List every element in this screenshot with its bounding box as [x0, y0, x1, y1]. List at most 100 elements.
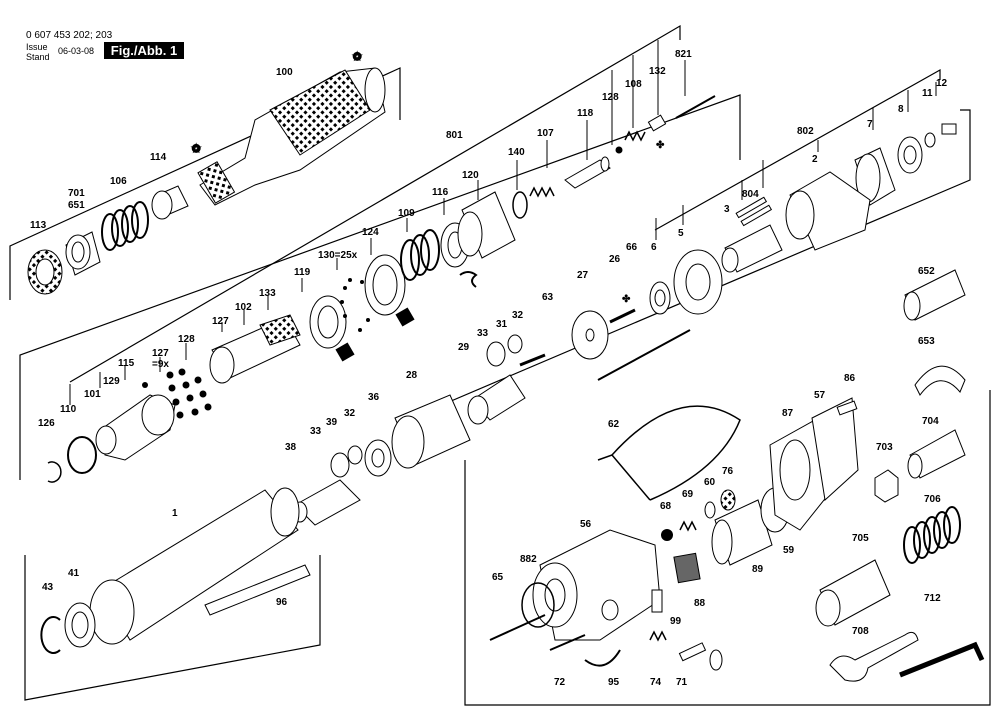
part-705-sleeve [815, 559, 891, 627]
part-106-spring [101, 201, 149, 251]
part-101-housing [95, 394, 176, 461]
callout-110: 110 [60, 404, 77, 415]
part-712-hex-key [899, 641, 985, 678]
callout-65: 65 [492, 572, 504, 583]
part-62-hook [597, 454, 651, 501]
part-26-key [609, 308, 636, 324]
callout-76: 76 [722, 466, 734, 477]
part-708-wrench [829, 631, 919, 682]
callout-69: 69 [682, 489, 694, 500]
part-95-clip [584, 649, 621, 667]
part-63-rod [519, 353, 546, 367]
callout-703: 703 [876, 442, 893, 453]
callout-802: 802 [797, 126, 814, 137]
part-653-cap [914, 365, 966, 396]
callout-132: 132 [649, 66, 666, 77]
part-128-balls [142, 368, 212, 419]
part-5-cylinder [673, 249, 723, 315]
callout-1: 1 [172, 508, 178, 519]
part-703-nut [874, 469, 899, 503]
part-882-ring [521, 582, 555, 628]
frame-middle [19, 94, 741, 480]
callout-712: 712 [924, 593, 941, 604]
callout-32a: 32 [512, 310, 524, 321]
callout-116: 116 [432, 187, 449, 198]
part-109-spring [400, 229, 440, 281]
part-821-rod [675, 95, 716, 119]
part-36-bearing [364, 439, 392, 477]
callout-43: 43 [42, 582, 54, 593]
frame-lower-left [24, 555, 321, 701]
part-89-sleeve [711, 499, 773, 566]
part-68-ball [661, 529, 673, 541]
part-110-ring [67, 436, 97, 474]
callout-102: 102 [235, 302, 252, 313]
callout-821: 821 [675, 49, 692, 60]
callout-60: 60 [704, 477, 716, 488]
callout-126: 126 [38, 418, 55, 429]
callout-708: 708 [852, 626, 869, 637]
part-124-ring [364, 254, 406, 316]
callout-56: 56 [580, 519, 592, 530]
issue-date: 06-03-08 [58, 46, 95, 56]
callout-127a: 127 [212, 316, 229, 327]
part-43-circlip [40, 616, 61, 654]
callout-99: 99 [670, 616, 682, 627]
callout-26: 26 [609, 254, 621, 265]
callout-86: 86 [844, 373, 856, 384]
callout-88: 88 [694, 598, 706, 609]
callout-124: 124 [362, 227, 379, 238]
part-38-spindle [292, 479, 361, 526]
callout-66: 66 [626, 242, 638, 253]
callout-128a: 128 [602, 92, 619, 103]
part-88-pad [673, 552, 701, 584]
part-6-bearing [649, 281, 671, 315]
part-62-wire [611, 405, 741, 501]
part-57-plate [811, 397, 859, 501]
part-2-housing [785, 171, 871, 251]
callout-3: 3 [724, 204, 730, 215]
part-76-nut [720, 489, 736, 511]
part-118-pin [564, 156, 611, 189]
part-12-screw [941, 123, 957, 135]
callout-109: 109 [398, 208, 415, 219]
callout-27: 27 [577, 270, 589, 281]
callout-6: 6 [651, 242, 657, 253]
callout-68: 68 [660, 501, 672, 512]
callout-100: 100 [276, 67, 293, 78]
callout-29: 29 [458, 342, 470, 353]
callout-74: 74 [650, 677, 662, 688]
callout-33b: 33 [310, 426, 322, 437]
callout-96: 96 [276, 597, 288, 608]
callout-706: 706 [924, 494, 941, 505]
part-60-valve [704, 501, 716, 519]
issue-label-en: Issue [26, 42, 48, 52]
callout-62: 62 [608, 419, 620, 430]
callout-120: 120 [462, 170, 479, 181]
callout-106: 106 [110, 176, 127, 187]
callout-numbers: 100 821 132 108 128 118 107 140 801 120 … [30, 49, 948, 688]
callout-41: 41 [68, 568, 80, 579]
callout-59: 59 [783, 545, 795, 556]
callout-133: 133 [259, 288, 276, 299]
part-7-bracket [854, 147, 896, 206]
star-mark-66: ✤ [622, 294, 631, 305]
callout-801: 801 [446, 130, 463, 141]
part-706-spring [903, 506, 961, 564]
callout-87: 87 [782, 408, 794, 419]
part-102-cage [209, 314, 301, 384]
callout-38: 38 [285, 442, 297, 453]
part-74-spring [649, 630, 667, 642]
part-72-pin [549, 634, 586, 651]
leader-bar-right [654, 68, 941, 231]
part-65-rod [489, 614, 546, 641]
leader-bar-top [69, 24, 681, 383]
part-128-ball [615, 146, 623, 154]
frame-lower-right [464, 390, 991, 706]
callout-72: 72 [554, 677, 566, 688]
callout-32b: 32 [344, 408, 356, 419]
callout-8: 8 [898, 104, 904, 115]
callout-804: 804 [742, 189, 759, 200]
callout-652: 652 [918, 266, 935, 277]
